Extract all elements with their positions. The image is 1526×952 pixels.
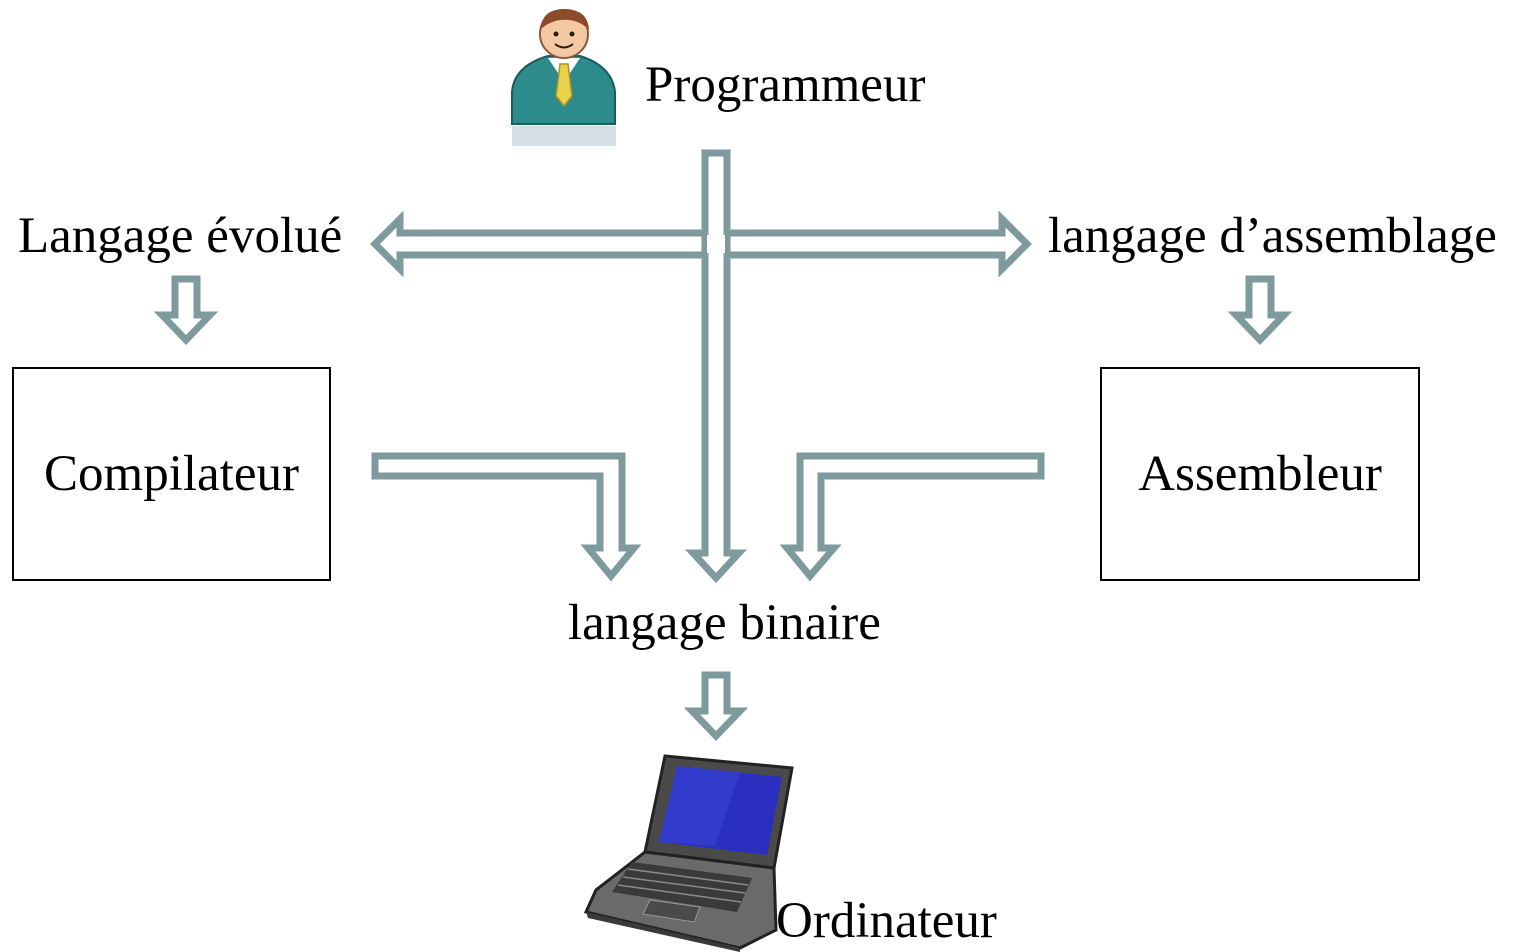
assembler-box: Assembleur xyxy=(1100,367,1420,581)
binary-language-label: langage binaire xyxy=(568,595,881,651)
high-level-language-label: Langage évolué xyxy=(18,208,343,264)
programmer-to-binary-arrow xyxy=(685,149,747,584)
high-level-to-compiler-arrow xyxy=(153,275,219,346)
compiler-label: Compilateur xyxy=(44,445,299,502)
compiler-to-binary-arrow xyxy=(371,452,642,582)
to-assembly-arrow xyxy=(723,210,1032,278)
assembly-language-label: langage d’assemblage xyxy=(1048,208,1497,264)
computer-label: Ordinateur xyxy=(776,893,997,949)
laptop-icon xyxy=(583,754,794,952)
binary-to-computer-arrow xyxy=(683,671,749,742)
to-high-level-arrow xyxy=(370,210,709,278)
programmer-label: Programmeur xyxy=(645,57,926,113)
assembler-to-binary-arrow xyxy=(779,452,1045,582)
person-icon xyxy=(511,8,616,146)
compiler-box: Compilateur xyxy=(12,367,331,581)
assembly-to-assembler-arrow xyxy=(1227,275,1293,346)
assembler-label: Assembleur xyxy=(1138,445,1382,502)
